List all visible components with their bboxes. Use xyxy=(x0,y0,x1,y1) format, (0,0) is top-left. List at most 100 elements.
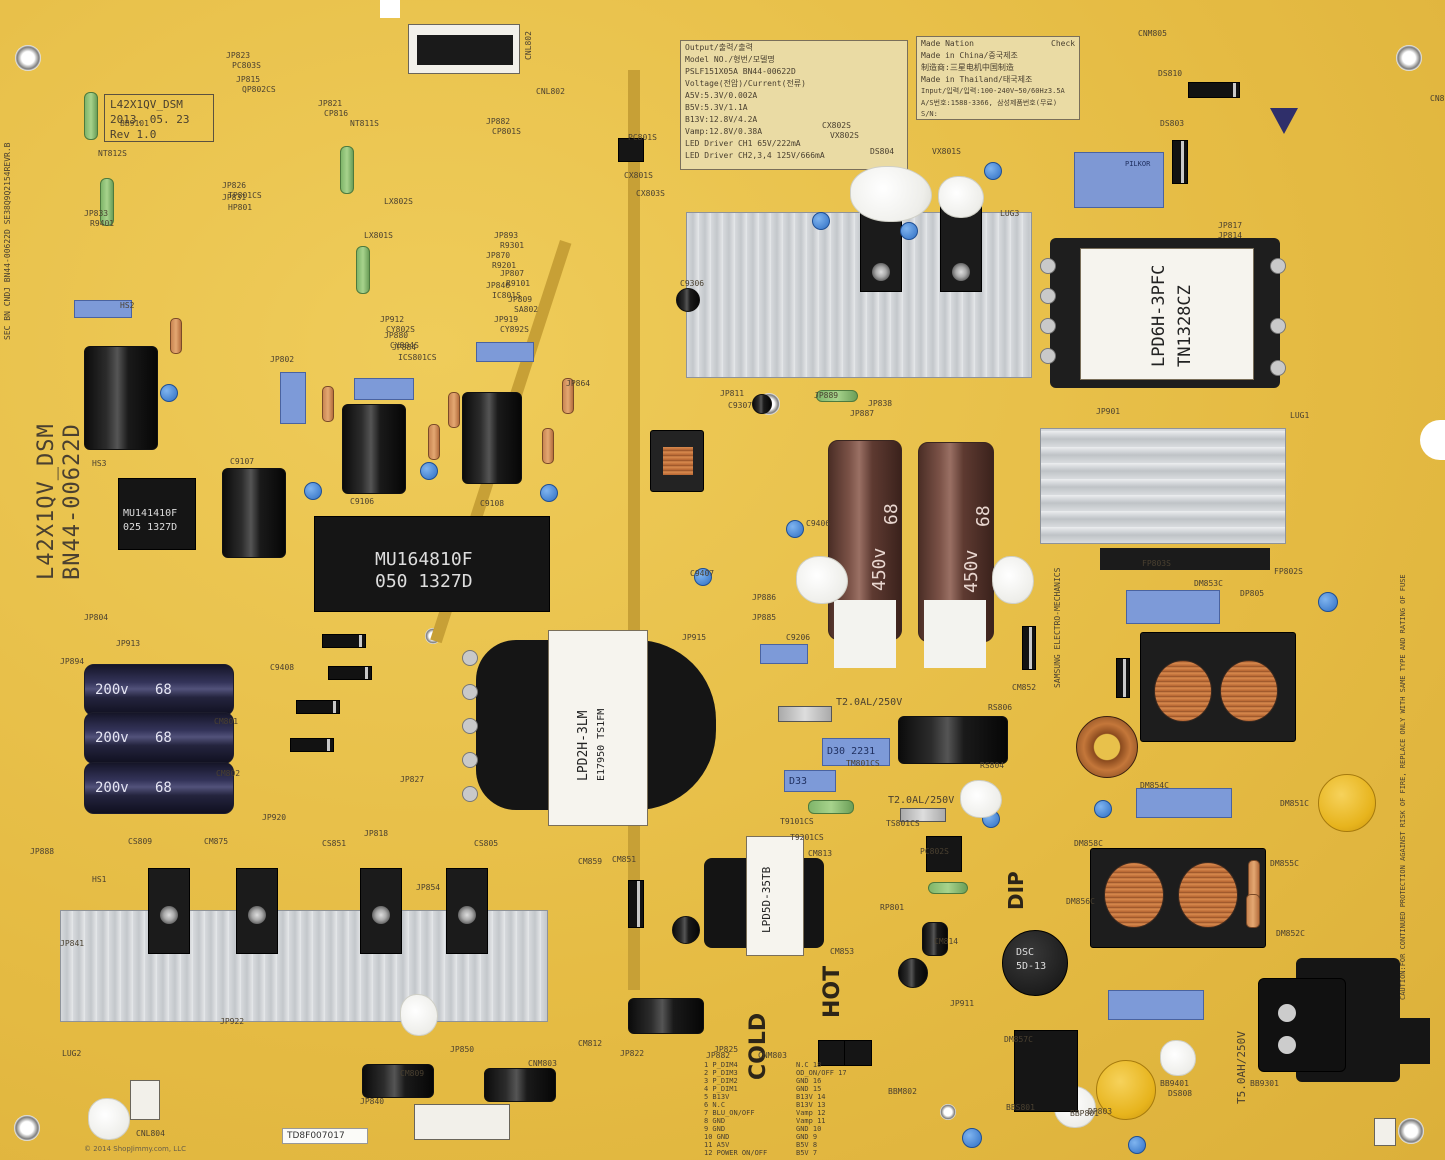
ref-designator: IC801S xyxy=(492,291,521,300)
origin-row: A/S번호:1588-3366, 삼성제품번호(무료) xyxy=(921,99,1058,107)
output-row: LED Driver CH1 65V/222mA xyxy=(685,139,801,148)
caution-label: CAUTION:FOR CONTINUED PROTECTION AGAINST… xyxy=(1399,574,1407,1000)
mounting-hole-bottom-right xyxy=(1398,1118,1424,1144)
ref-designator: JP815 xyxy=(236,75,261,84)
ref-designator: CM859 xyxy=(578,857,603,866)
ref-designator: R9401 xyxy=(90,219,115,228)
ref-designator: RS806 xyxy=(988,703,1013,712)
transformer-small: LPD5D-35TB xyxy=(746,836,804,956)
fuse-fp803-label: T2.0AL/250V xyxy=(836,697,903,708)
fuse-main-label: T5.0AH/250V xyxy=(1235,1031,1248,1104)
d33-label: D33 xyxy=(789,776,808,787)
ref-designator: DS810 xyxy=(1158,69,1183,78)
ref-designator: R9301 xyxy=(500,241,525,250)
ref-designator: DS808 xyxy=(1168,1089,1193,1098)
origin-row: 制造商:三星电机中国制造 xyxy=(921,63,1014,72)
cap-voltage-label: 450v xyxy=(869,547,890,591)
choke-coil-3 xyxy=(1104,862,1164,928)
choke-coil-4 xyxy=(1178,862,1238,928)
ref-designator: FP802S xyxy=(1274,567,1303,576)
ref-designator: R9201 xyxy=(492,261,517,270)
ref-designator: LUG3 xyxy=(1000,209,1020,218)
ref-designator: JP823 xyxy=(226,51,251,60)
disc-cap xyxy=(1094,800,1112,818)
capacitor-c9406 xyxy=(342,404,406,494)
conn-pin: 5 B13V xyxy=(704,1093,730,1101)
vertical-model-label: L42X1QV_DSM xyxy=(34,423,59,580)
transformer-pin xyxy=(1040,258,1056,274)
ref-designator: JP804 xyxy=(84,613,109,622)
rev-label: Rev 1.0 xyxy=(110,128,157,141)
transistor-dm854c xyxy=(360,868,402,954)
ref-designator: LX801S xyxy=(364,231,393,240)
serial-sticker-text: TD8F007017 xyxy=(287,1131,345,1141)
capacitor-cs851 xyxy=(672,916,700,944)
conn-pin: B5V 8 xyxy=(796,1141,818,1149)
model-label-box xyxy=(104,94,214,142)
conn-pin: 6 N.C xyxy=(704,1101,726,1109)
ref-designator: JP809 xyxy=(508,295,533,304)
ref-designator: R9101 xyxy=(506,279,531,288)
ref-designator: JP882 xyxy=(486,117,511,126)
capacitor-c9306 xyxy=(462,392,522,484)
transformer-pin xyxy=(1040,348,1056,364)
conn-pin: 11 A5V xyxy=(704,1141,730,1149)
ac-inlet-socket xyxy=(1258,978,1346,1072)
resistor-red-2 xyxy=(322,386,334,422)
ref-designator: CM813 xyxy=(808,849,833,858)
ref-designator: DM856C xyxy=(1066,897,1095,906)
ref-designator: JP821 xyxy=(318,99,343,108)
origin-table: Made Nation Check Made in China/중국제조 制造商… xyxy=(916,36,1080,120)
ref-designator: JP920 xyxy=(262,813,287,822)
transistor-dm853c xyxy=(446,868,488,954)
ref-designator: CNL804 xyxy=(136,1129,165,1138)
vertical-part-number: BN44-00622D xyxy=(60,423,85,580)
ref-designator: JP919 xyxy=(494,315,519,324)
transformer-pin xyxy=(1270,360,1286,376)
diode-dp803 xyxy=(1172,140,1188,184)
ref-designator: HS3 xyxy=(92,459,107,468)
ref-designator: CY804S xyxy=(390,341,419,350)
ref-designator: CX802S xyxy=(822,121,851,130)
ref-designator: CM809 xyxy=(400,1069,425,1078)
conn-pin: B13V 14 xyxy=(796,1093,826,1101)
ref-designator: C9107 xyxy=(230,457,255,466)
ref-designator: CNM805 xyxy=(1138,29,1167,38)
copyright-label: © 2014 ShopJimmy.com, LLC xyxy=(84,1145,186,1153)
ref-designator: CP816 xyxy=(324,109,349,118)
ref-designator: CN801S xyxy=(1430,94,1445,103)
transformer-pin xyxy=(1270,318,1286,334)
conn-pin: B5V 7 xyxy=(796,1149,818,1157)
ref-designator: NT811S xyxy=(350,119,379,128)
pilkor-capacitor: PILKOR xyxy=(1074,152,1164,208)
transformer-main-code: TN1328CZ xyxy=(1175,285,1195,367)
ref-designator: CX801S xyxy=(624,171,653,180)
ref-designator: DP805 xyxy=(1240,589,1265,598)
capacitor-cs805 xyxy=(898,958,928,988)
inductor-lm802 xyxy=(650,430,704,492)
transformer-pin xyxy=(462,752,478,768)
ref-designator: RP801 xyxy=(880,903,905,912)
resistor-r9201 xyxy=(84,92,98,140)
transformer-mid: LPD2H-3LM E17950 TS1FM xyxy=(548,630,648,826)
conn-pin: Vamp 11 xyxy=(796,1117,826,1125)
ref-designator: JP886 xyxy=(752,593,777,602)
glue-blob-bottom2 xyxy=(1160,1040,1196,1076)
glue-blob-caps2 xyxy=(992,556,1034,604)
dip-label: DIP xyxy=(1004,871,1028,910)
origin-check: Check xyxy=(1051,39,1076,48)
disc-cap xyxy=(160,384,178,402)
ref-designator: SA802 xyxy=(514,305,539,314)
capacitor-cm875 xyxy=(628,998,704,1034)
ref-designator: BBM802 xyxy=(888,1087,917,1096)
board-cutout-right xyxy=(1420,420,1445,460)
ref-designator: JP822 xyxy=(620,1049,645,1058)
transformer-pin xyxy=(1040,288,1056,304)
disc-cap xyxy=(962,1128,982,1148)
transistor-dm852c xyxy=(236,868,278,954)
hot-label: HOT xyxy=(820,965,845,1018)
ref-designator: CNM803 xyxy=(528,1059,557,1068)
ref-designator: DS803 xyxy=(1160,119,1185,128)
ref-designator: JP831 xyxy=(222,193,247,202)
ref-designator: JP818 xyxy=(364,829,389,838)
